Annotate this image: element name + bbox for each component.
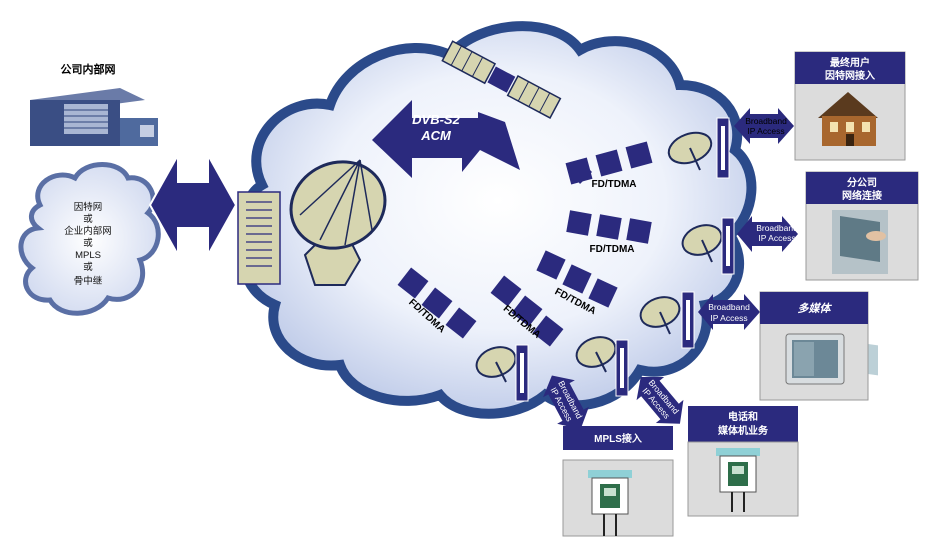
remote-terminal-3 xyxy=(639,291,695,349)
broadband-arrow-3: Broadband IP Access xyxy=(698,294,760,330)
box-mpls-access: MPLS接入 xyxy=(562,426,674,537)
cloud-line-internet: 因特网 xyxy=(74,201,103,213)
cloud-line-backbone: 骨中继 xyxy=(74,275,103,287)
broadband-arrow-2: Broadband IP Access xyxy=(737,216,798,252)
box-multimedia: 多媒体 xyxy=(759,291,869,401)
cloud-line-or-3: 或 xyxy=(83,261,93,273)
broadband-arrow-2-line2: IP Access xyxy=(758,233,795,243)
cloud-line-or-2: 或 xyxy=(83,237,93,249)
remote-terminal-2 xyxy=(681,217,735,275)
tdma-packets-5 xyxy=(397,267,477,339)
tdma-packets-4 xyxy=(490,275,564,347)
box-branch-line2: 网络连接 xyxy=(842,189,882,202)
box-branch-line1: 分公司 xyxy=(847,176,877,189)
box-media-line1: 多媒体 xyxy=(798,302,833,315)
tdma-packets-2 xyxy=(566,210,652,244)
tdma-label-1: FD/TDMA xyxy=(592,179,637,190)
box-home-internet: 最终用户 因特网接入 xyxy=(794,51,906,161)
tdma-label-2: FD/TDMA xyxy=(590,244,635,255)
box-home-line2: 因特网接入 xyxy=(825,69,875,82)
office-building-icon xyxy=(30,88,158,146)
broadband-arrow-3-line1: Broadband xyxy=(708,302,750,312)
box-phone-line1: 电话和 xyxy=(728,410,758,423)
phone-booth-icon xyxy=(588,470,632,536)
satellite-icon xyxy=(441,40,562,119)
dvb-arrow-icon xyxy=(372,100,520,178)
cloud-line-mpls: MPLS xyxy=(75,250,101,261)
remote-terminal-1 xyxy=(667,117,730,179)
broadband-arrow-4: Broadband IP Access xyxy=(543,375,589,430)
dvb-label-line2: ACM xyxy=(420,128,452,143)
internet-cloud-labels: 因特网 或 企业内部网 或 MPLS 或 骨中继 xyxy=(64,201,112,287)
box-phone-fax: 电话和 媒体机业务 xyxy=(687,406,799,517)
broadband-arrow-3-line2: IP Access xyxy=(710,313,747,323)
broadband-arrow-1-line1: Broadband xyxy=(745,116,787,126)
tdma-packets-3 xyxy=(536,250,618,308)
internet-cloud xyxy=(18,162,161,316)
house-icon xyxy=(818,92,878,146)
double-arrow-icon xyxy=(148,151,238,259)
cloud-line-or-1: 或 xyxy=(83,213,93,225)
dvb-label-line1: DVB-S2 xyxy=(412,112,460,127)
hub-server-icon xyxy=(237,191,281,285)
remote-terminal-4 xyxy=(575,336,629,397)
phone-terminal-icon xyxy=(716,448,760,512)
broadband-arrow-2-line1: Broadband xyxy=(756,223,798,233)
remote-terminal-5 xyxy=(475,344,529,402)
tdma-packets-1 xyxy=(565,141,653,185)
box-home-line1: 最终用户 xyxy=(830,56,870,69)
cloud-line-intranet: 企业内部网 xyxy=(64,225,112,237)
box-mpls-line1: MPLS接入 xyxy=(594,432,642,445)
broadband-arrow-1-line2: IP Access xyxy=(747,126,784,136)
corporate-title: 公司内部网 xyxy=(61,62,116,76)
hub-dish-antenna-icon xyxy=(289,159,387,286)
monitor-icon xyxy=(785,333,845,385)
box-phone-line2: 媒体机业务 xyxy=(717,424,769,437)
broadband-arrow-1: Broadband IP Access xyxy=(734,108,794,144)
